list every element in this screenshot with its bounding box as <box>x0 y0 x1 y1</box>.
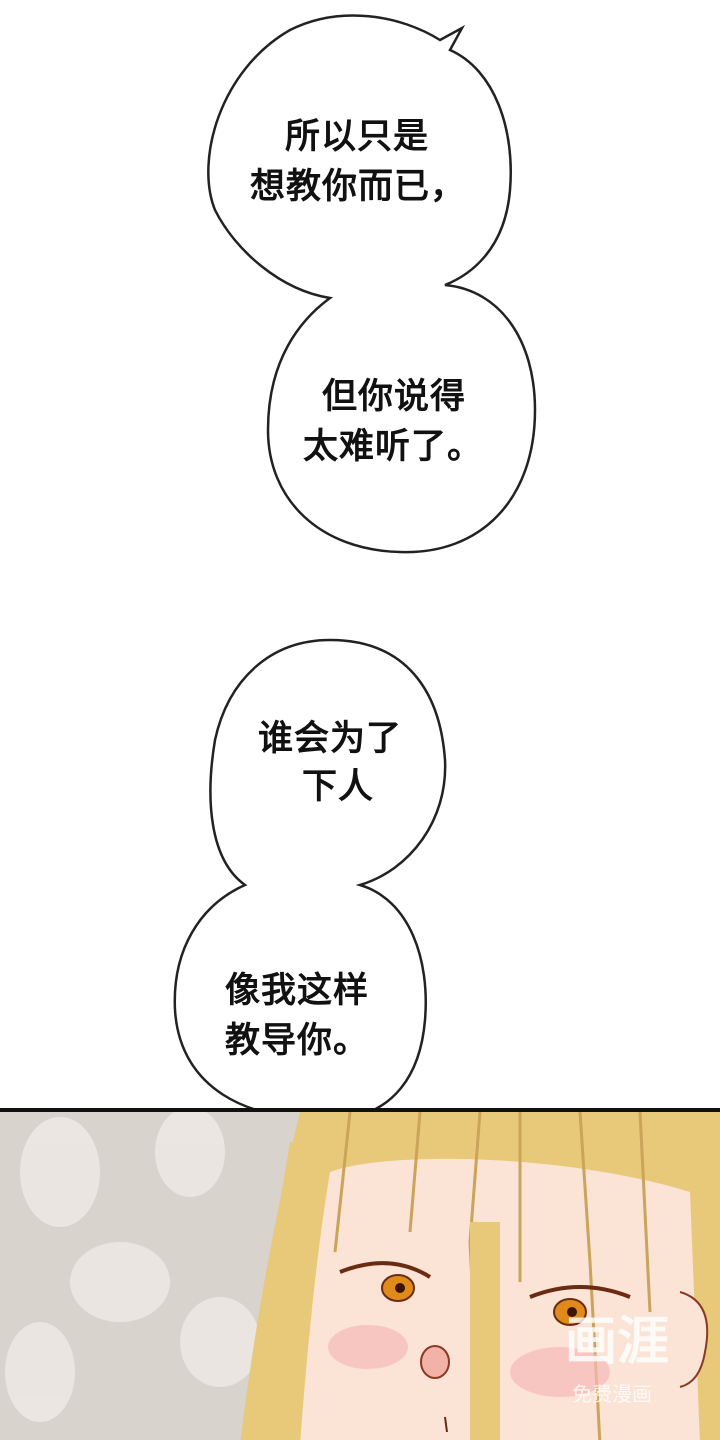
bubble-3-line-1: 谁会为了 <box>258 719 403 759</box>
speech-bubble-top <box>207 14 537 554</box>
comic-panel-girl: 画涯 免费漫画 <box>0 1108 720 1440</box>
watermark-logo: 画涯 <box>565 1312 670 1372</box>
bubble-3-line-2: 下人 <box>302 767 375 807</box>
bubble-4-line-1: 像我这样 <box>225 971 370 1011</box>
girl-illustration <box>0 1112 720 1440</box>
bubble-2-line-1: 但你说得 <box>322 377 467 417</box>
bubble-1-line-2: 想教你而已， <box>250 167 467 207</box>
bubble-1-line-1: 所以只是 <box>285 117 430 157</box>
bubble-2-line-2: 太难听了。 <box>303 427 484 467</box>
eye-left <box>339 1261 432 1302</box>
eye-right <box>529 1285 631 1326</box>
bubble-4-line-2: 教导你。 <box>225 1021 370 1061</box>
watermark-tagline: 免费漫画 <box>572 1382 652 1406</box>
